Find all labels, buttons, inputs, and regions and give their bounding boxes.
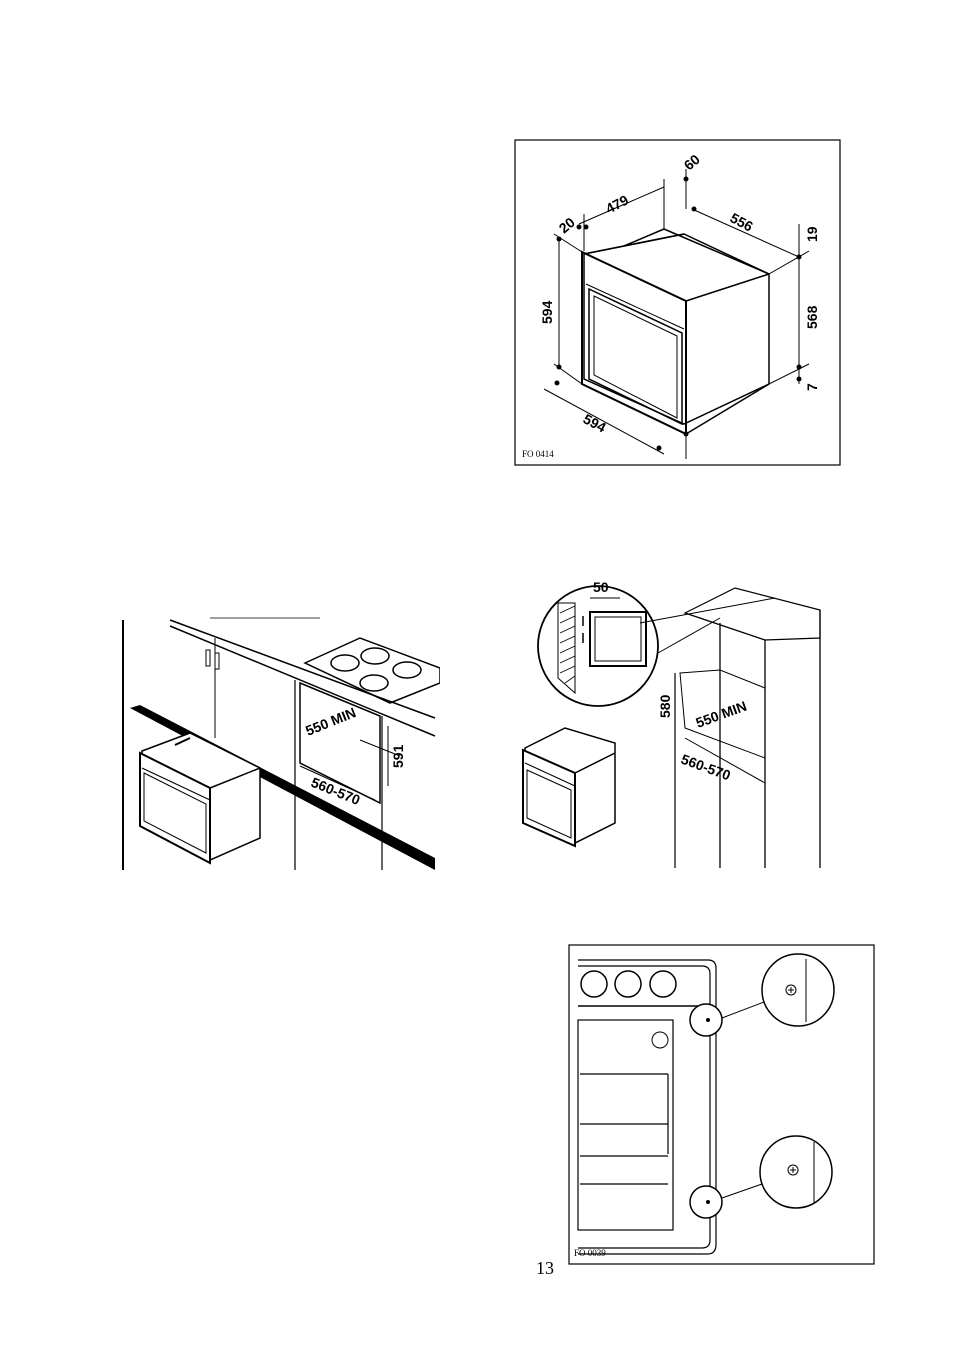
figure-code: FO 0414	[522, 449, 554, 459]
oven-dimensions-figure: 20 479 60 556 19 594 568 7 594 FO 0414	[514, 139, 842, 467]
dim-568: 568	[804, 305, 820, 329]
dim-550-min: 550 MIN	[694, 698, 749, 731]
dim-560-570: 560-570	[679, 751, 733, 784]
tall-cabinet-figure: 50 580 550 MIN 560-570	[520, 578, 830, 868]
figure-code: FO 0039	[574, 1248, 606, 1258]
under-counter-figure: 550 MIN 591 560-570	[120, 608, 440, 876]
dim-594-height: 594	[539, 300, 555, 324]
dim-594-width: 594	[581, 411, 609, 436]
dim-479: 479	[603, 191, 631, 216]
dim-19: 19	[804, 226, 820, 242]
dim-7: 7	[804, 383, 820, 391]
page-number: 13	[536, 1258, 554, 1279]
dim-591: 591	[390, 744, 406, 768]
dim-556: 556	[728, 210, 756, 235]
dim-20: 20	[556, 214, 578, 236]
dim-50: 50	[593, 579, 609, 595]
dim-60: 60	[681, 151, 703, 173]
dim-580: 580	[657, 694, 673, 718]
dim-550-min: 550 MIN	[303, 704, 358, 739]
screw-fixing-figure: FO 0039	[568, 944, 876, 1266]
